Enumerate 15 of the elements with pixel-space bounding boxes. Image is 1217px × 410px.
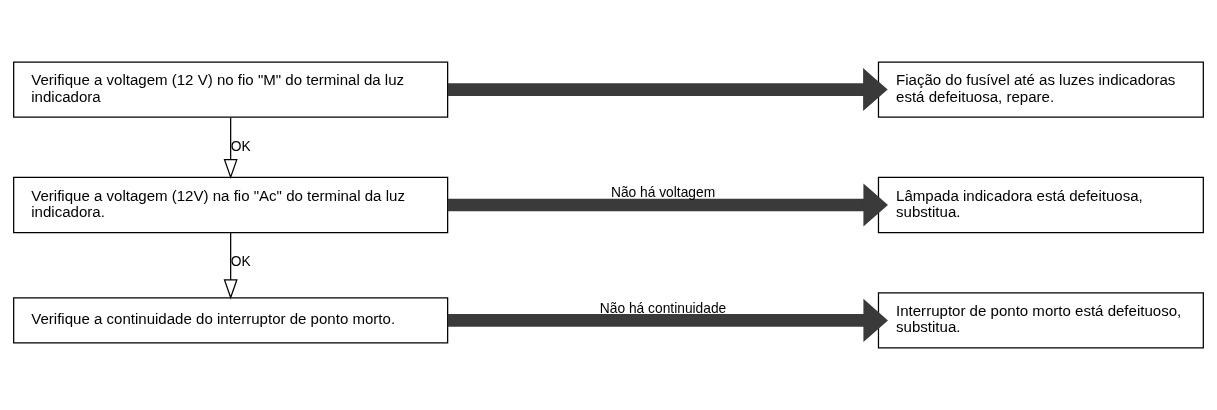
edge-label: OK (230, 138, 251, 154)
edge-label: Não há continuidade (599, 300, 727, 316)
edge-label: OK (230, 254, 251, 270)
node-box: Lâmpada indicadora está defeituosa, substitua. (877, 176, 1204, 234)
arrow (447, 298, 888, 342)
edge-label: Não há voltagem (610, 185, 716, 201)
arrow (223, 232, 238, 300)
node-box: Verifique a voltagem (12 V) no fio "M" do terminal da luz indicadora (13, 61, 449, 118)
arrow (447, 183, 888, 227)
node-box: Fiação do fusível até as luzes indicadoras está defeituosa, repare. (877, 61, 1204, 118)
arrow (223, 117, 238, 180)
node-box: Verifique a continuidade do interruptor de ponto morto. (13, 297, 449, 344)
arrow (447, 68, 888, 112)
node-box: Interruptor de ponto morto está defeituoso, substitua. (877, 292, 1204, 349)
node-box: Verifique a voltagem (12V) na fio "Ac" do terminal da luz indicadora. (13, 176, 449, 234)
